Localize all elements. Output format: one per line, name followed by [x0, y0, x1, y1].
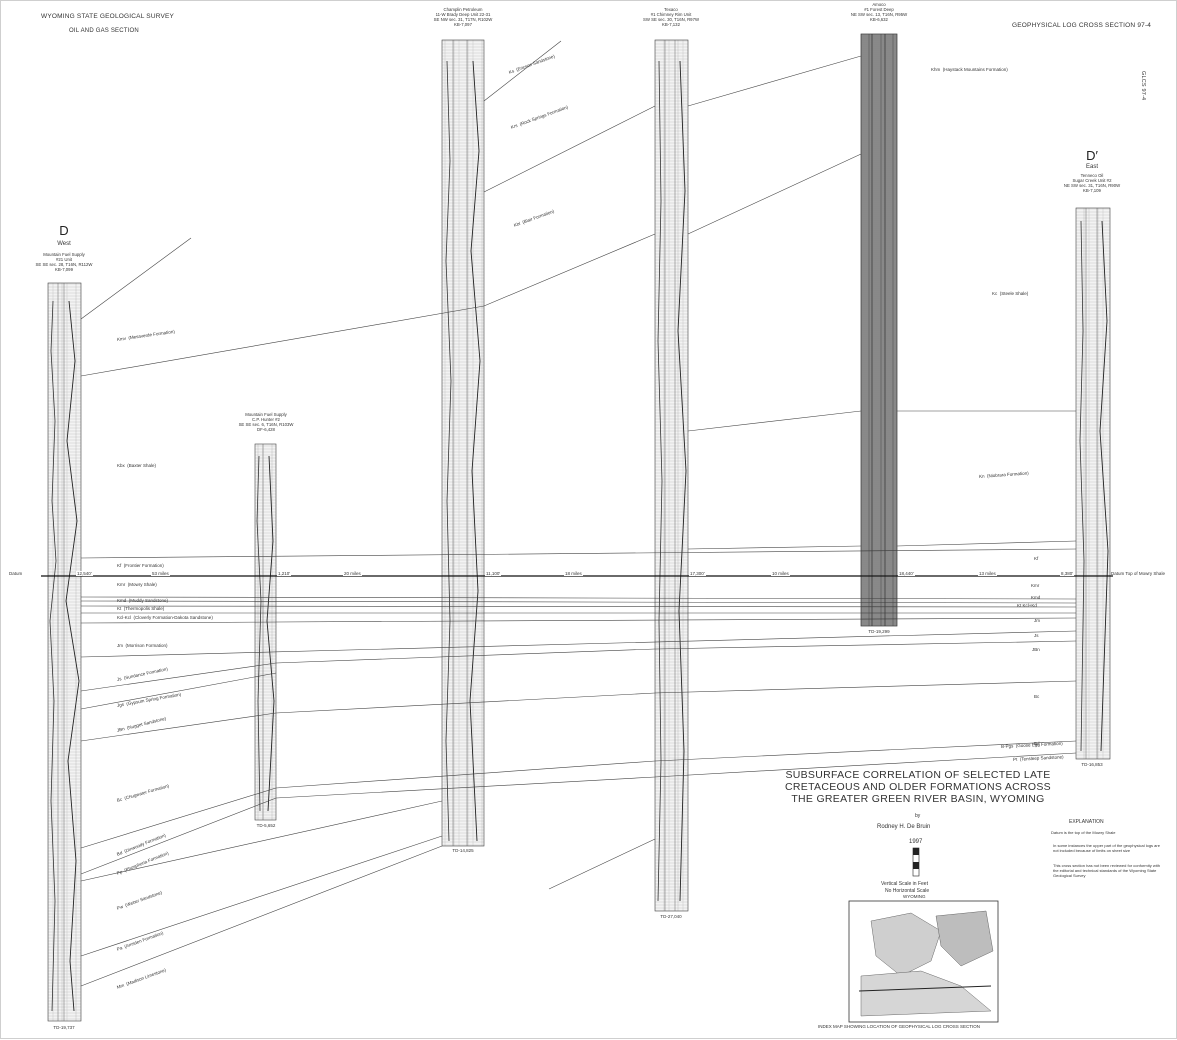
east-end-letter: D′	[1086, 148, 1098, 163]
datum-value-3: 11,100'	[485, 571, 502, 576]
formation-jm: Jm (Morrison Formation)	[117, 643, 168, 648]
datum-value-6: 8,380'	[1060, 571, 1075, 576]
td-well-5: TD-19,299	[868, 629, 890, 634]
distance-1: 53 miles	[151, 571, 170, 576]
explanation-line-3: This cross section has not been reviewed…	[1053, 863, 1160, 878]
correlation-lines	[80, 40, 1077, 987]
east-kmr: Kmr	[1031, 583, 1040, 588]
well-log-3	[441, 39, 485, 847]
formation-kbx: Kbx (Baxter Shale)	[117, 463, 157, 468]
well-log-1	[47, 282, 82, 1022]
explanation-line-2: In some instances the upper part of the …	[1053, 843, 1160, 853]
td-well-3: TD-14,825	[452, 848, 474, 853]
formation-kcl: Kcl-Kcl (Cloverly Formation-Dakota Sands…	[117, 615, 213, 620]
east-d: Bd	[1034, 741, 1040, 746]
east-kt-kcl: Kt Kcl+Kd	[1017, 603, 1037, 608]
agency-title: WYOMING STATE GEOLOGICAL SURVEY	[41, 13, 175, 20]
east-js: Js	[1034, 633, 1039, 638]
east-c: Bc	[1034, 694, 1040, 699]
east-end-dir: East	[1085, 164, 1099, 170]
formation-kt: Kt (Thermopolis Shale)	[117, 606, 165, 611]
explanation-line-1: Datum is the top of the Mowry Shale	[1051, 830, 1116, 835]
west-end-dir: West	[57, 241, 71, 247]
td-well-6: TD-16,853	[1081, 762, 1103, 767]
map-state-label: WYOMING	[903, 894, 926, 899]
well-log-5	[860, 33, 898, 627]
datum-label: Datum	[9, 571, 23, 576]
datum-value-2: 1,210'	[277, 571, 292, 576]
vertical-scale-bar	[912, 847, 920, 877]
distance-4: 10 miles	[771, 571, 790, 576]
formation-kc: Kc (Steele Shale)	[992, 291, 1029, 296]
datum-value-4: 17,300'	[689, 571, 706, 576]
datum-value-1: 12,540'	[76, 571, 93, 576]
distance-5: 13 miles	[978, 571, 997, 576]
distance-2: 20 miles	[343, 571, 362, 576]
datum-right-label: Datum Top of Mowry Shale	[1111, 571, 1165, 576]
td-well-1: TD-19,737	[53, 1025, 75, 1030]
formation-kmd: Kmd (Muddy Sandstone)	[117, 598, 169, 603]
vertical-scale-label: Vertical Scale in Feet	[881, 881, 928, 887]
distance-3: 18 miles	[564, 571, 583, 576]
east-kf: Kf	[1034, 556, 1039, 561]
formation-kf: Kf (Frontier Formation)	[117, 563, 164, 568]
year: 1997	[909, 839, 923, 845]
east-jn: JBn	[1032, 647, 1040, 652]
explanation-heading: EXPLANATION	[1069, 819, 1104, 825]
datum-value-5: 18,440'	[898, 571, 915, 576]
section-title: OIL AND GAS SECTION	[69, 28, 139, 34]
well-log-4	[654, 39, 689, 912]
td-well-4: TD-27,040	[660, 914, 682, 919]
by-label: by	[915, 813, 921, 819]
well-log-2	[254, 443, 277, 821]
west-end-letter: D	[59, 223, 69, 238]
formation-kmr: Kmr (Mowry Shale)	[117, 582, 157, 587]
well-log-6	[1075, 207, 1111, 760]
east-kmd: Kmd	[1031, 595, 1041, 600]
east-jm: Jm	[1034, 618, 1040, 623]
map-title: SUBSURFACE CORRELATION OF SELECTED LATE …	[785, 769, 1051, 805]
index-map-caption: INDEX MAP SHOWING LOCATION OF GEOPHYSICA…	[818, 1024, 980, 1029]
index-map	[848, 900, 999, 1023]
td-well-2: TD-5,652	[256, 823, 276, 828]
series-title: GEOPHYSICAL LOG CROSS SECTION 97-4	[1012, 22, 1152, 29]
formation-khm: Khm (Haystack Mountains Formation)	[931, 67, 1008, 72]
horizontal-scale-label: No Horizontal Scale	[885, 888, 930, 894]
author: Rodney H. De Bruin	[877, 824, 931, 830]
